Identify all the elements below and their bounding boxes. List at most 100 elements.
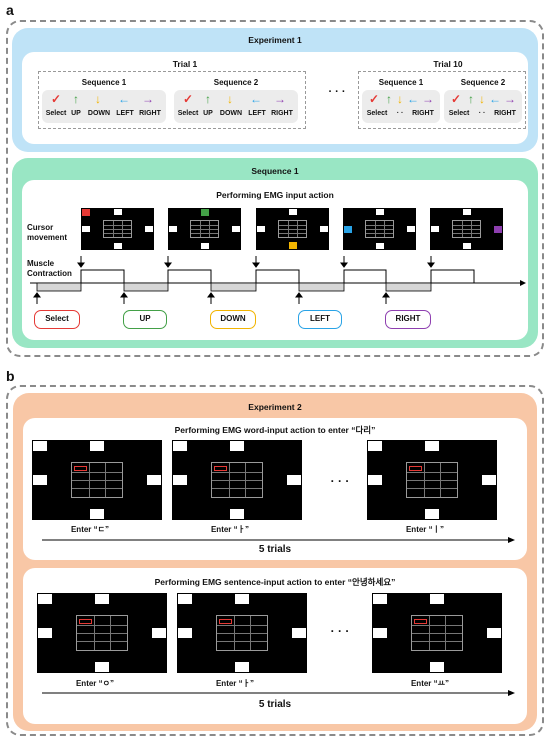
screen-button [169, 226, 177, 232]
screen-button [33, 475, 47, 485]
screen-button [373, 594, 387, 604]
ui-screen-thumbnail [32, 440, 162, 520]
action-label: RIGHT [139, 110, 161, 117]
screen-button [95, 662, 109, 672]
screen-button [173, 475, 187, 485]
screen-button [368, 475, 382, 485]
arrow-right-icon: → [504, 92, 516, 106]
screen-button [430, 594, 444, 604]
ui-screen-thumbnail [168, 208, 241, 250]
screen-button [173, 441, 187, 451]
word-trials-arrow [42, 537, 515, 543]
check-icon: ✓ [182, 92, 194, 106]
arrow-up-icon: ↑ [205, 92, 211, 106]
screen-button [95, 594, 109, 604]
arrow-left-icon: ← [407, 92, 419, 106]
screen-button [90, 441, 104, 451]
muscle-label-line2: Contraction [27, 269, 72, 278]
selected-key [414, 619, 427, 625]
sentence-ellipsis: · · · [330, 624, 350, 638]
check-icon: ✓ [368, 92, 380, 106]
screen-button [288, 209, 297, 215]
cursor-highlight [288, 242, 297, 249]
ui-screen-thumbnail [256, 208, 329, 250]
screen-button [320, 226, 328, 232]
screen-button [38, 628, 52, 638]
screen-button [287, 475, 301, 485]
arrow-down-icon: ↓ [397, 92, 403, 106]
arrow-up-icon: ↑ [73, 92, 79, 106]
experiment2-title: Experiment 2 [248, 402, 302, 412]
screen-button [230, 509, 244, 519]
screen-button [257, 226, 265, 232]
sequence1-subtitle: Performing EMG input action [216, 190, 334, 200]
arrow-up-icon: ↑ [386, 92, 392, 106]
check-icon: ✓ [50, 92, 62, 106]
screen-button [232, 226, 240, 232]
cursor-highlight [200, 209, 209, 216]
sentence-enter-1: Enter “ㅇ” [75, 679, 115, 688]
trial1-seq1 [42, 90, 166, 123]
ui-screen-thumbnail [367, 440, 497, 520]
screen-button [38, 594, 52, 604]
keyboard-grid [189, 219, 220, 239]
screen-button [407, 226, 415, 232]
arrow-left-icon: ← [118, 92, 130, 106]
ui-screen-thumbnail [430, 208, 503, 250]
screen-button [425, 509, 439, 519]
trial10-seq2 [444, 90, 522, 123]
cursor-label-line1: Cursor [27, 223, 54, 232]
keyboard-grid [411, 615, 463, 651]
command-right: RIGHT [385, 310, 431, 329]
word-enter-1: Enter “ㄷ” [70, 525, 110, 534]
ui-screen-thumbnail [177, 593, 307, 673]
arrow-down-icon: ↓ [479, 92, 485, 106]
screen-button [90, 509, 104, 519]
action-label: UP [71, 110, 81, 117]
word-trials-label: 5 trials [258, 544, 292, 555]
action-label: LEFT [248, 110, 266, 117]
screen-button [235, 662, 249, 672]
screen-button [145, 226, 153, 232]
arrow-right-icon: → [274, 92, 286, 106]
word-enter-3: Enter “ㅣ” [405, 525, 445, 534]
screen-button [430, 662, 444, 672]
screen-button [375, 209, 384, 215]
arrow-down-icon: ↓ [95, 92, 101, 106]
word-ellipsis: · · · [330, 474, 350, 488]
sentence-trials-label: 5 trials [258, 699, 292, 710]
action-label: UP [203, 110, 213, 117]
screen-button [235, 594, 249, 604]
keyboard-grid [406, 462, 458, 498]
trial10-seq1-label: Sequence 1 [378, 78, 424, 87]
action-label: Select [366, 110, 388, 117]
action-label: DOWN [87, 110, 111, 117]
experiment1-title: Experiment 1 [248, 35, 302, 45]
screen-button [178, 594, 192, 604]
keyboard-grid [364, 219, 395, 239]
trial1-seq1-label: Sequence 1 [81, 78, 127, 87]
screen-button [230, 441, 244, 451]
action-label: RIGHT [494, 110, 516, 117]
sequence1-box: Sequence 1 [12, 158, 538, 348]
arrow-left-icon: ← [250, 92, 262, 106]
arrow-down-icon: ↓ [227, 92, 233, 106]
ui-screen-thumbnail [343, 208, 416, 250]
word-input-title: Performing EMG word-input action to ente… [174, 425, 376, 435]
muscle-contraction-waveform [30, 256, 526, 304]
trial-ellipsis: · · · [328, 86, 346, 98]
cursor-movement-label: Cursor movement [27, 223, 67, 243]
screen-button [425, 441, 439, 451]
action-label: · · [478, 110, 486, 117]
trial10-box [358, 71, 526, 129]
screen-button [178, 628, 192, 638]
panel-label-a: a [6, 2, 14, 18]
word-enter-2: Enter “ㅏ” [210, 525, 250, 534]
sequence1-inner [22, 180, 528, 340]
trial1-seq2-label: Sequence 2 [213, 78, 259, 87]
selected-key [74, 466, 87, 472]
arrow-right-icon: → [142, 92, 154, 106]
arrow-up-icon: ↑ [468, 92, 474, 106]
screen-button [113, 209, 122, 215]
cursor-highlight [494, 226, 502, 233]
